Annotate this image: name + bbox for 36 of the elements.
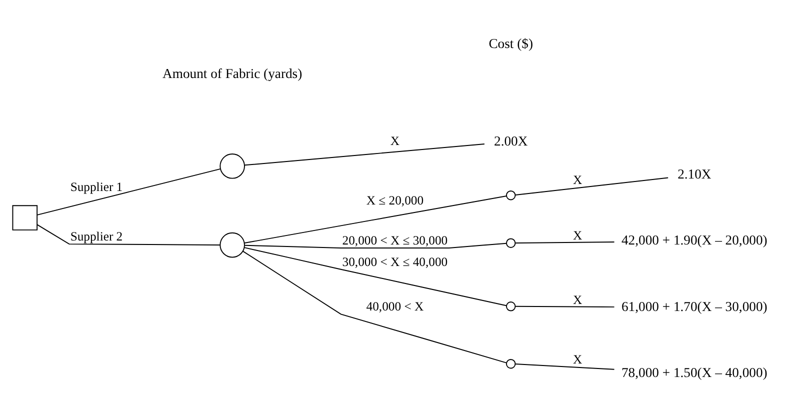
node-circle — [506, 358, 516, 368]
edge-label: X — [572, 172, 582, 187]
connector — [514, 176, 669, 195]
node-circle — [506, 301, 516, 311]
node-text: 61,000 + 1.70(X – 30,000) — [621, 298, 768, 314]
connector — [514, 305, 615, 307]
node-text: 2.10X — [678, 166, 712, 182]
edge-label: X ≤ 20,000 — [366, 193, 424, 208]
edge-label: X — [572, 352, 582, 366]
connector — [36, 168, 221, 215]
connector — [244, 143, 485, 166]
node-text: 42,000 + 1.90(X – 20,000) — [621, 232, 768, 248]
node-text: 2.00X — [494, 132, 528, 148]
connector — [244, 246, 507, 306]
node-box — [12, 204, 38, 230]
edge-label: Supplier 2 — [70, 229, 123, 244]
node-circle — [220, 232, 245, 258]
connector — [242, 250, 507, 363]
connector — [36, 224, 220, 245]
edge-label: 40,000 < X — [366, 299, 424, 314]
connector — [514, 363, 615, 370]
node-circle — [506, 190, 516, 200]
label: Cost ($) — [488, 36, 533, 51]
connector — [244, 194, 507, 244]
node-circle — [220, 153, 245, 178]
connector — [514, 241, 615, 244]
edge-label: 30,000 < X ≤ 40,000 — [342, 254, 448, 268]
node-text: 78,000 + 1.50(X – 40,000) — [621, 364, 768, 380]
edge-label: X — [572, 228, 582, 242]
label: Amount of Fabric (yards) — [162, 66, 302, 81]
edge-label: Supplier 1 — [70, 179, 123, 194]
connector — [244, 242, 507, 248]
edge-label: X — [390, 134, 400, 148]
edge-label: 20,000 < X ≤ 30,000 — [342, 232, 448, 247]
node-circle — [506, 238, 516, 248]
edge-label: X — [572, 292, 582, 306]
